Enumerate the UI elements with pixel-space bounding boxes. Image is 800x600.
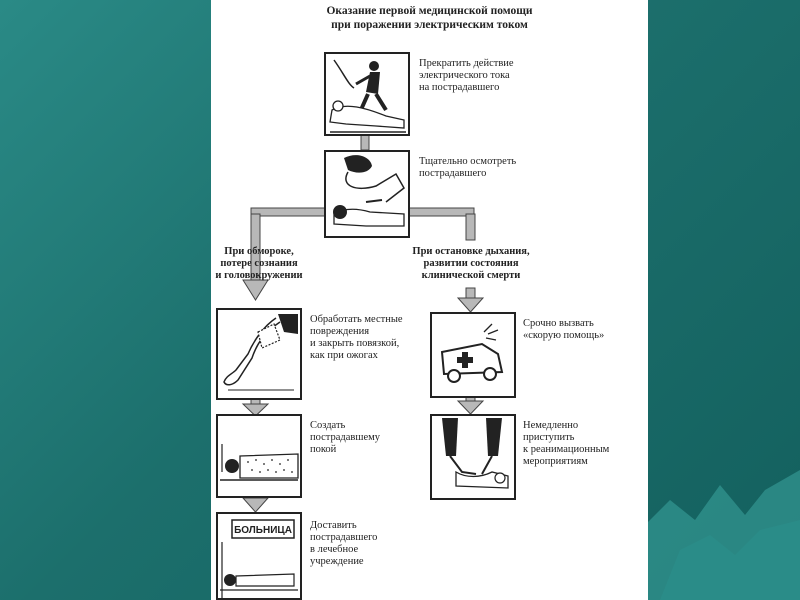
text-line: Обработать местные — [310, 314, 403, 325]
text-line: «скорую помощь» — [523, 330, 605, 341]
right-branch-condition: При остановке дыхания, развитии состояни… — [406, 246, 536, 282]
treat-wounds-illustration — [216, 308, 302, 400]
rescuer-inspecting-victim-icon — [333, 155, 405, 227]
inspect-illustration — [324, 150, 410, 238]
text-line: мероприятиям — [523, 456, 588, 467]
text-line: как при ожогах — [310, 350, 378, 361]
rest-illustration — [216, 414, 302, 498]
resting-person-icon — [220, 444, 299, 481]
cpr-icon — [442, 418, 509, 489]
resuscitation-text: Немедленно приступить к реанимационным м… — [523, 420, 609, 468]
resuscitation-illustration — [430, 414, 516, 500]
hospital-text: Доставить пострадавшего в лечебное учреж… — [310, 520, 377, 568]
text-line: Тщательно осмотреть — [419, 156, 517, 167]
rescuer-pulling-victim-icon — [329, 59, 406, 133]
text-line: клинической смерти — [421, 270, 521, 281]
title-line-2: при поражении электрическим током — [331, 19, 528, 31]
text-line: Доставить — [310, 520, 357, 531]
inspect-text: Тщательно осмотреть пострадавшего — [419, 156, 516, 180]
flowchart-sheet: Оказание первой медицинской помощи при п… — [211, 0, 648, 600]
diagram-title: Оказание первой медицинской помощи при п… — [211, 4, 648, 32]
left-branch-condition: При обмороке, потере сознания и головокр… — [211, 246, 309, 282]
stop-current-illustration — [324, 52, 410, 136]
text-line: покой — [310, 444, 337, 455]
text-line: и головокружении — [215, 270, 303, 281]
ambulance-icon — [440, 323, 504, 383]
text-line: Немедленно — [523, 420, 579, 431]
text-line: Создать — [310, 420, 346, 431]
background-mountains — [640, 470, 800, 600]
text-line: Прекратить действие — [419, 58, 514, 69]
stop-current-text: Прекратить действие электрического тока … — [419, 58, 514, 94]
text-line: электрического тока — [419, 70, 510, 81]
treat-wounds-text: Обработать местные повреждения и закрыть… — [310, 314, 403, 362]
title-line-1: Оказание первой медицинской помощи — [326, 5, 533, 17]
text-line: в лечебное — [310, 544, 359, 555]
text-line: потере сознания — [220, 258, 298, 269]
hospital-icon: БОЛЬНИЦА — [220, 519, 298, 598]
text-line: При остановке дыхания, — [412, 246, 530, 257]
text-line: повреждения — [310, 326, 370, 337]
text-line: учреждение — [310, 556, 364, 567]
hospital-illustration: БОЛЬНИЦА — [216, 512, 302, 600]
text-line: к реанимационным — [523, 444, 610, 455]
text-line: При обмороке, — [224, 246, 294, 257]
bandaged-arm-icon — [223, 314, 298, 391]
text-line: и закрыть повязкой, — [310, 338, 400, 349]
text-line: пострадавшего — [419, 168, 487, 179]
ambulance-text: Срочно вызвать «скорую помощь» — [523, 318, 604, 342]
text-line: приступить — [523, 432, 575, 443]
text-line: на пострадавшего — [419, 82, 500, 93]
text-line: пострадавшего — [310, 532, 378, 543]
hospital-sign-text: БОЛЬНИЦА — [234, 525, 292, 536]
rest-text: Создать пострадавшему покой — [310, 420, 380, 456]
text-line: развитии состояния — [423, 258, 519, 269]
ambulance-illustration — [430, 312, 516, 398]
text-line: Срочно вызвать — [523, 318, 594, 329]
text-line: пострадавшему — [310, 432, 381, 443]
